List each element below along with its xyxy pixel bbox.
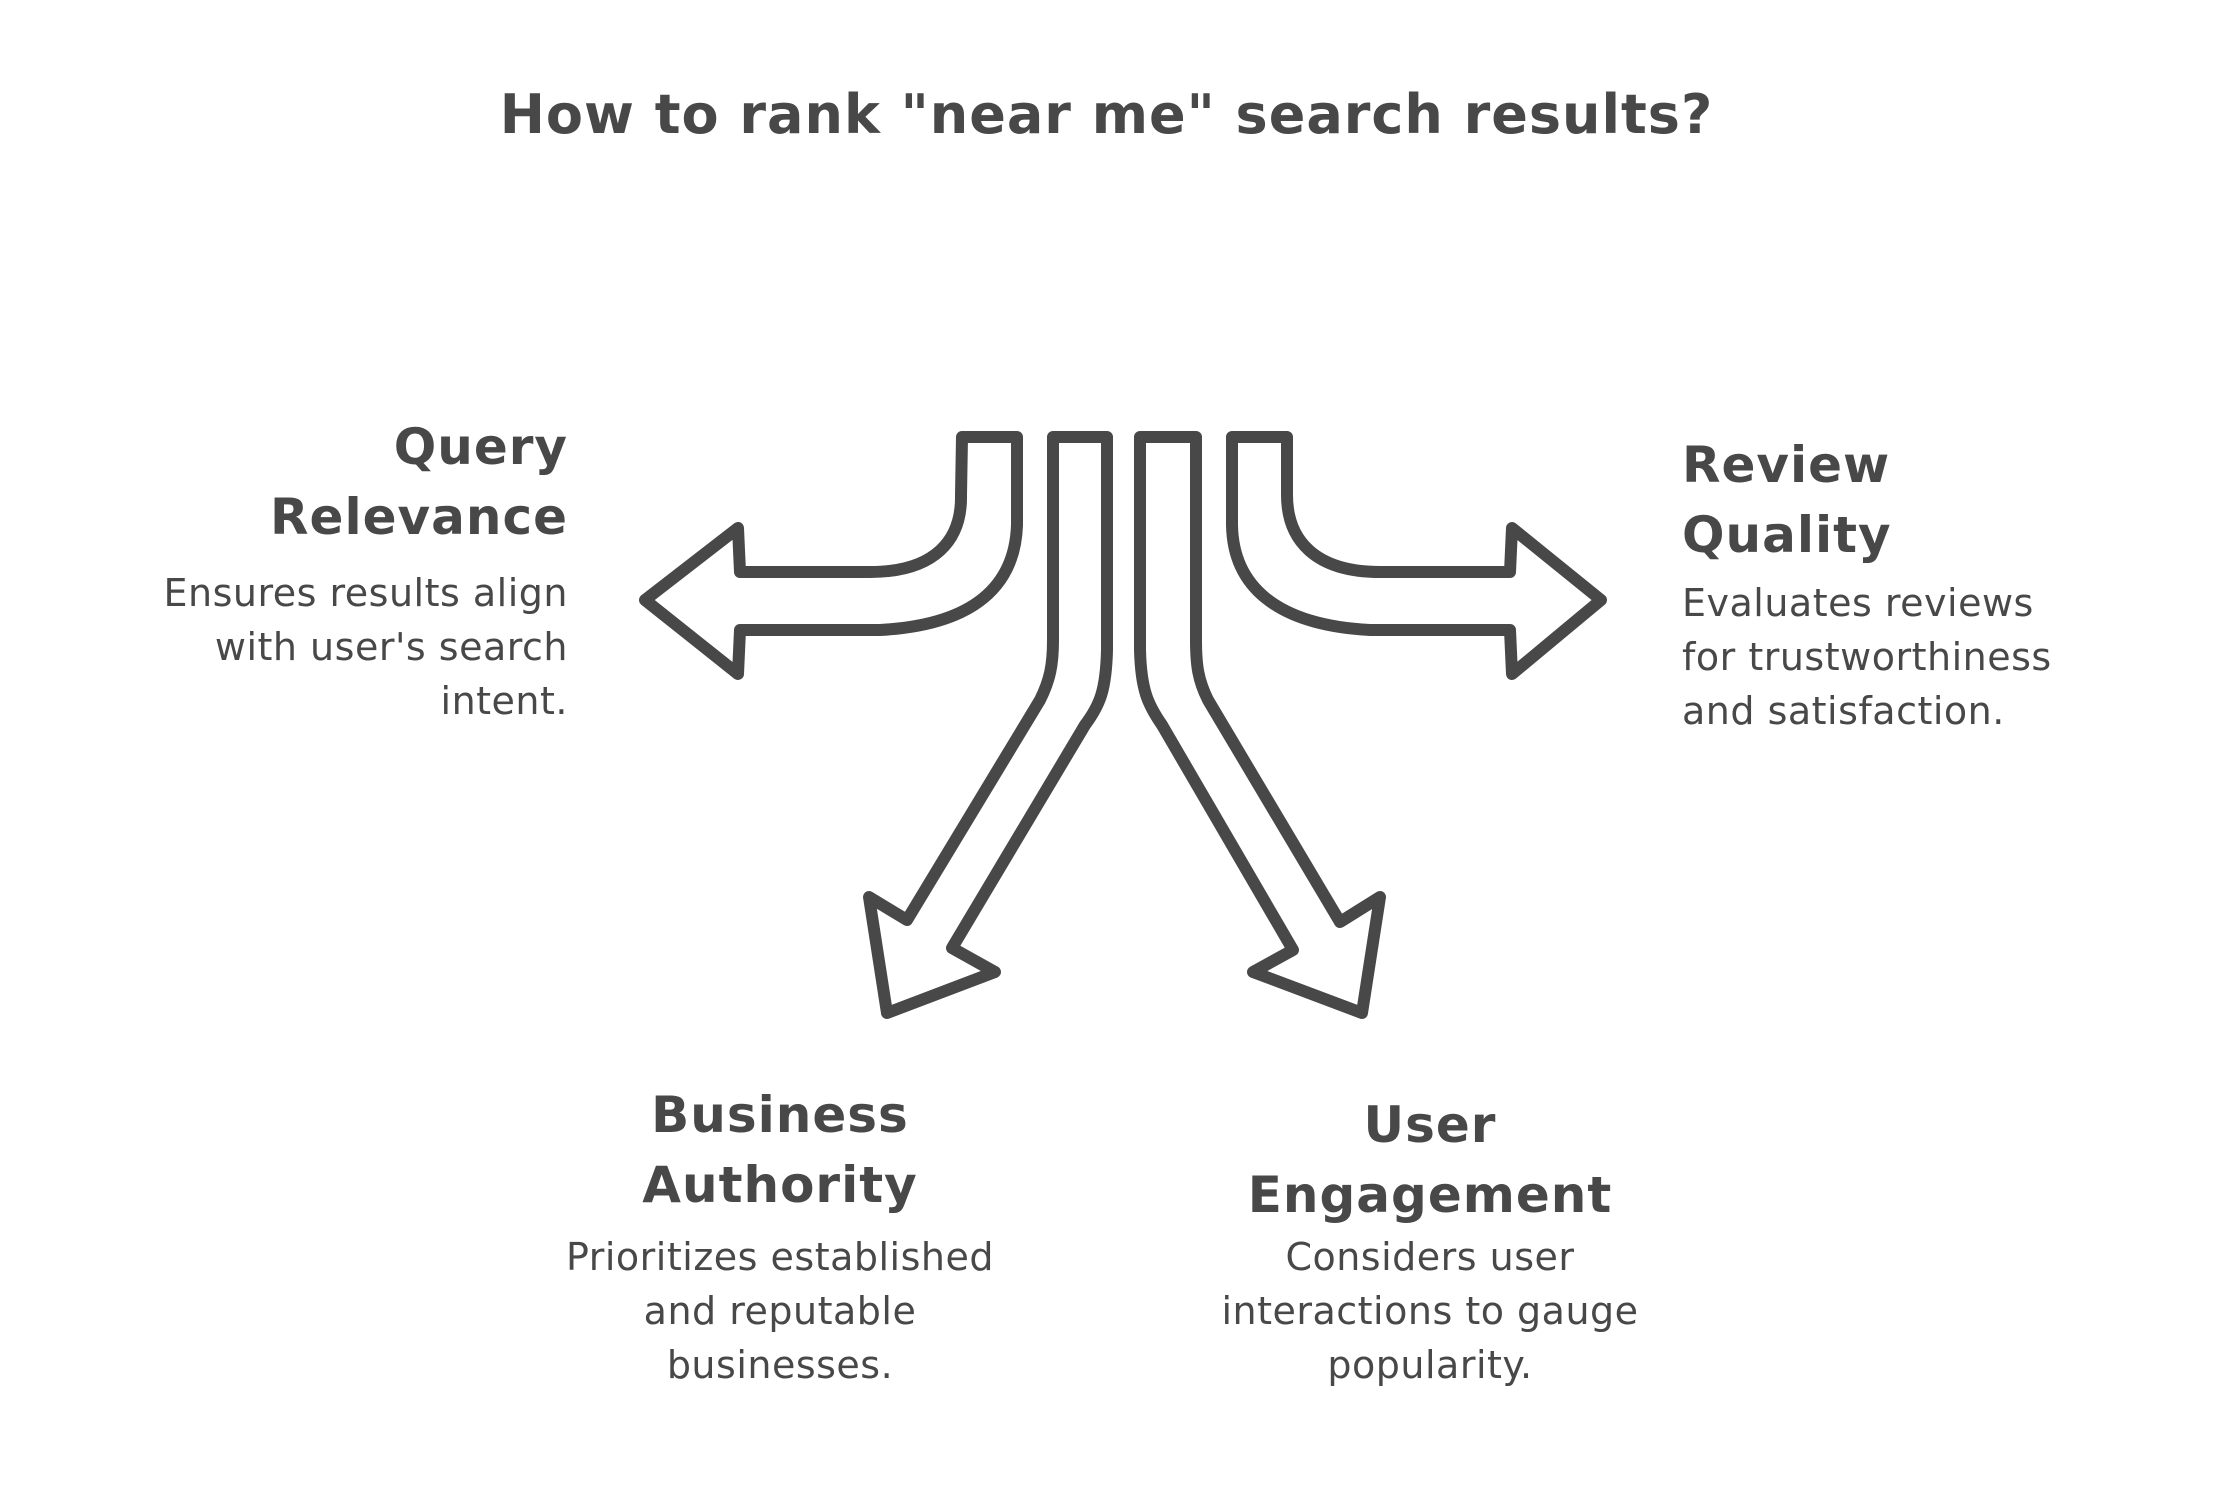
factor-user-engagement: User Engagement Considers user interacti…	[1170, 1090, 1690, 1392]
description-line: Considers user	[1285, 1235, 1575, 1279]
heading-line: Review	[1682, 436, 1891, 494]
arrow-right-icon	[1226, 431, 1607, 680]
heading-line: Quality	[1682, 506, 1892, 564]
heading-line: Authority	[642, 1156, 918, 1214]
diagram-title: How to rank "near me" search results?	[499, 83, 1714, 146]
heading-line: User	[1363, 1096, 1497, 1154]
arrow-left-icon	[639, 431, 1023, 680]
description-line: with user's search	[214, 625, 568, 669]
description-line: for trustworthiness	[1682, 635, 2052, 679]
factor-description: Ensures results align with user's search…	[48, 566, 568, 728]
factor-heading: Query Relevance	[48, 412, 568, 552]
description-line: popularity.	[1327, 1343, 1533, 1387]
description-line: interactions to gauge	[1221, 1289, 1639, 1333]
description-line: intent.	[440, 679, 568, 723]
description-line: Ensures results align	[163, 571, 568, 615]
description-line: businesses.	[666, 1343, 894, 1387]
factor-description: Evaluates reviews for trustworthiness an…	[1682, 576, 2202, 738]
arrow-down-right-icon	[1134, 431, 1386, 1019]
heading-line: Business	[651, 1086, 909, 1144]
factor-query-relevance: Query Relevance Ensures results align wi…	[48, 412, 568, 728]
description-line: Prioritizes established	[566, 1235, 994, 1279]
factor-review-quality: Review Quality Evaluates reviews for tru…	[1682, 430, 2202, 738]
factor-heading: User Engagement	[1170, 1090, 1690, 1230]
factor-heading: Business Authority	[520, 1080, 1040, 1220]
heading-line: Engagement	[1247, 1166, 1613, 1224]
heading-line: Relevance	[270, 488, 568, 546]
factor-description: Considers user interactions to gauge pop…	[1170, 1230, 1690, 1392]
factor-heading: Review Quality	[1682, 430, 2202, 570]
heading-line: Query	[393, 418, 568, 476]
arrow-down-left-icon	[863, 431, 1113, 1019]
description-line: and reputable	[643, 1289, 917, 1333]
factor-description: Prioritizes established and reputable bu…	[520, 1230, 1040, 1392]
description-line: and satisfaction.	[1682, 689, 2005, 733]
description-line: Evaluates reviews	[1682, 581, 2034, 625]
factor-business-authority: Business Authority Prioritizes establish…	[520, 1080, 1040, 1392]
